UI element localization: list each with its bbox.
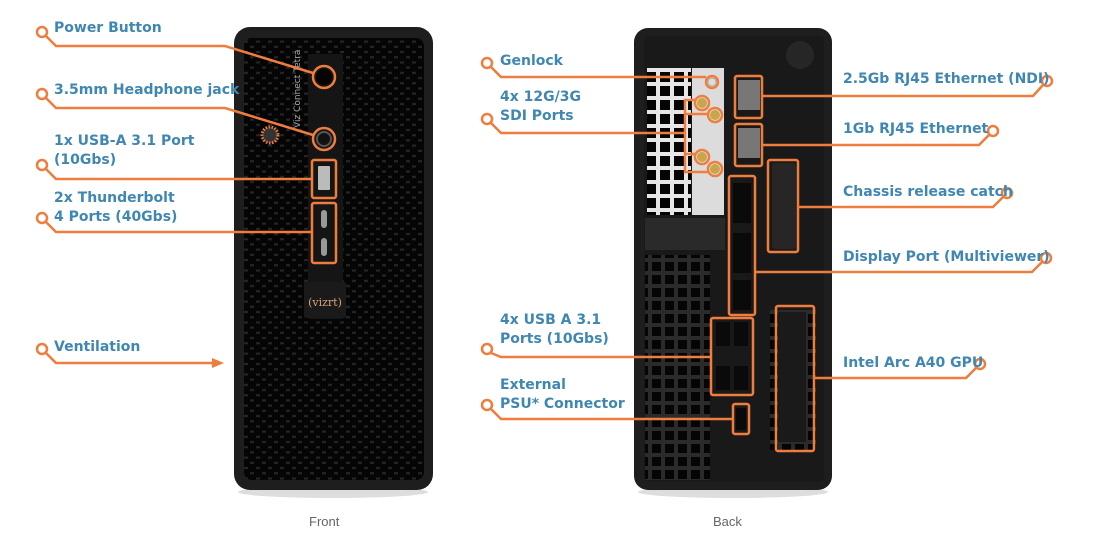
label-display-port: Display Port (Multiviewer)	[843, 249, 1050, 265]
label-line: 4x 12G/3G	[500, 89, 581, 105]
label-line: PSU* Connector	[500, 396, 625, 412]
label-power-button: Power Button	[54, 20, 162, 36]
label-line: 1x USB-A 3.1 Port	[54, 133, 195, 149]
label-ventilation: Ventilation	[54, 339, 141, 355]
side-text: Viz Connect Tetra	[293, 50, 303, 128]
brand-sun-icon	[260, 125, 280, 145]
front-case: (vizrt) Viz Connect Tetra	[234, 27, 433, 498]
label-line: (10Gbs)	[54, 152, 117, 168]
power-button[interactable]	[316, 69, 332, 85]
label-line: Ports (10Gbs)	[500, 331, 609, 347]
label-thunderbolt: 2x Thunderbolt 4 Ports (40Gbs)	[54, 189, 177, 227]
label-line: 4x USB A 3.1	[500, 312, 602, 328]
caption-front: Front	[309, 514, 340, 529]
back-case	[634, 28, 832, 498]
label-eth-1gb: 1Gb RJ45 Ethernet	[843, 121, 989, 137]
label-usb-a: 1x USB-A 3.1 Port (10Gbs)	[54, 132, 194, 170]
arrow-icon	[212, 358, 224, 368]
vizrt-logo: (vizrt)	[308, 296, 342, 309]
label-line: 2x Thunderbolt	[54, 190, 175, 206]
label-line: 4 Ports (40Gbs)	[54, 209, 178, 225]
label-gpu: Intel Arc A40 GPU	[843, 355, 984, 371]
label-genlock: Genlock	[500, 53, 563, 69]
usb-a-port	[318, 166, 330, 190]
caption-back: Back	[713, 514, 742, 529]
leader-lines	[35, 25, 1054, 453]
thunderbolt-port	[321, 210, 327, 228]
label-headphone-jack: 3.5mm Headphone jack	[54, 82, 240, 98]
thunderbolt-port	[321, 238, 327, 256]
label-eth-2-5gb: 2.5Gb RJ45 Ethernet (NDI)	[843, 71, 1050, 87]
headphone-jack	[316, 131, 332, 147]
label-sdi: 4x 12G/3G SDI Ports	[500, 88, 581, 126]
label-chassis-catch: Chassis release catch	[843, 184, 1013, 200]
label-line: External	[500, 377, 566, 393]
label-line: SDI Ports	[500, 108, 574, 124]
